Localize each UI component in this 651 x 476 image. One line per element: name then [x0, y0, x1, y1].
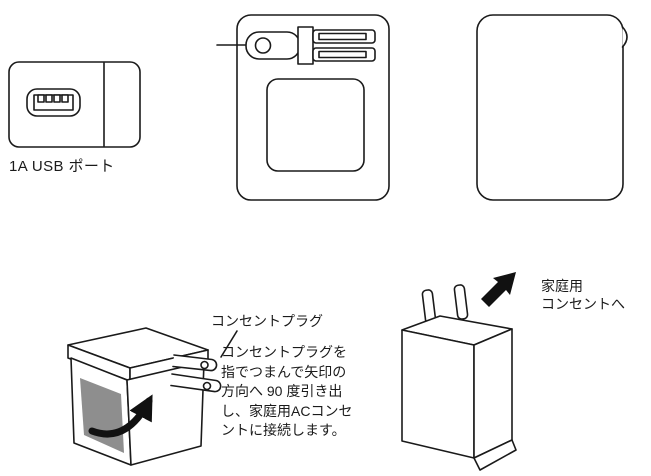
recessed-square — [266, 78, 365, 172]
rotation-arrow — [88, 394, 153, 438]
instruction-line-3: 方向へ 90 度引き出 — [221, 383, 343, 399]
prong-hole — [200, 360, 209, 370]
side-view-usb-port — [8, 61, 141, 148]
outlet-label-line2: コンセントへ — [541, 296, 625, 312]
rear-view-adapter — [476, 14, 628, 201]
instruction-line-5: ントに接続します。 — [221, 422, 346, 438]
instruction-line-4: し、家庭用ACコンセ — [221, 402, 353, 419]
perspective-view-plug-opening — [67, 327, 222, 466]
plug-housing — [245, 31, 301, 60]
usb-port-label: 1A USB ポート — [9, 158, 115, 175]
outlet-direction-arrow — [481, 272, 516, 307]
plug-prongs — [170, 354, 222, 393]
plug-label: コンセントプラグ — [211, 313, 323, 329]
box-bottom-lip — [473, 439, 517, 471]
side-tab-bump — [621, 26, 628, 48]
prong-hole — [202, 381, 212, 391]
outlet-label-line1: 家庭用 — [541, 278, 583, 294]
usb-port-icon — [26, 88, 81, 117]
folded-prongs — [312, 29, 376, 62]
instruction-line-2: 指でつまんで矢印の — [221, 363, 347, 380]
plug-label-leader-line — [220, 330, 238, 358]
instruction-text: コンセントプラグを 指でつまんで矢印の 方向へ 90 度引き出 し、家庭用ACコ… — [221, 343, 352, 441]
box-front-face — [401, 329, 475, 459]
plug-bracket — [297, 26, 314, 65]
plug-pivot-hole — [254, 37, 272, 54]
outlet-label: 家庭用 コンセントへ — [541, 277, 625, 313]
perspective-view-plug-extended — [401, 272, 517, 471]
top-view-folded-plug — [216, 14, 390, 201]
instruction-line-1: コンセントプラグを — [221, 344, 347, 360]
box-right-face — [473, 328, 513, 459]
adapter-rear-outline — [476, 14, 624, 201]
